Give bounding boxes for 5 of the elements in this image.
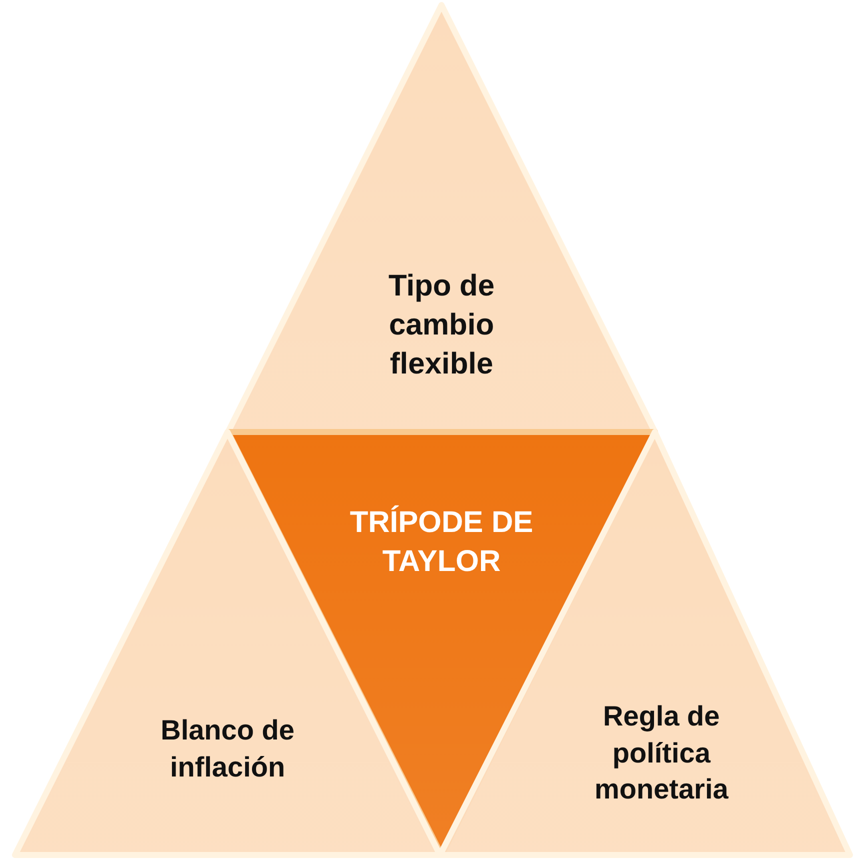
triangle-label: Blanco de inflación (160, 714, 296, 784)
triangle-label: Regla de política monetaria (593, 700, 730, 807)
triangle-label: TRÍPODE DE TAYLOR (348, 504, 534, 580)
triangle-label: Tipo de cambio flexible (387, 268, 496, 383)
triangle-panel (228, 5, 655, 432)
